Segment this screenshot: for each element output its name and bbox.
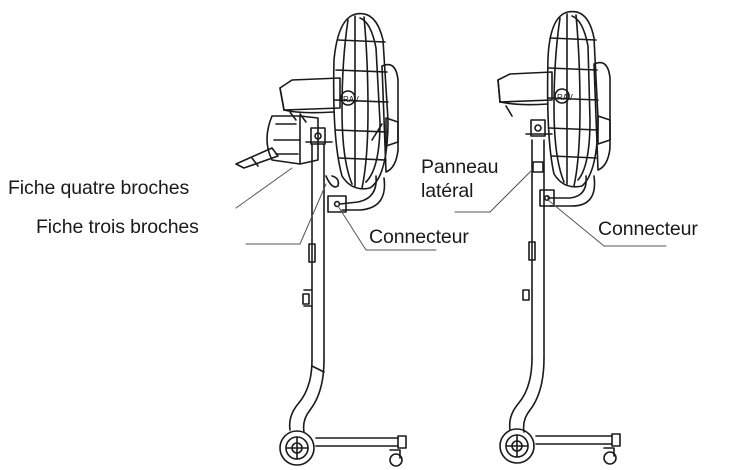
right-fan-grille: RAV [546,10,599,188]
right-arm-tube [539,175,596,207]
right-motor-housing [593,61,611,171]
left-tilt-bracket [305,127,333,145]
label-four-pin-plug: Fiche quatre broches [8,177,190,199]
label-side-panel-line2: latéral [421,180,474,202]
right-control-box [497,71,553,117]
label-connector-right: Connecteur [598,218,698,240]
left-plug-tab [235,147,279,169]
left-fan-illustration: RAV [235,12,407,467]
left-arm-tube [325,175,386,213]
label-three-pin-plug: Fiche trois broches [36,216,199,238]
left-pole [288,143,325,433]
left-base [279,430,407,467]
leader-four-pin-plug [235,167,293,209]
leader-connector-left [337,205,437,251]
right-tilt-bracket [525,119,553,177]
svg-text:RAV: RAV [557,93,574,102]
label-side-panel: Panneau latéral [421,155,498,203]
label-side-panel-line1: Panneau [421,156,499,178]
leader-three-pin-plug [245,183,327,245]
leader-lines [235,167,667,251]
left-motor-housing [371,63,399,173]
right-base [499,428,621,465]
right-fan-illustration: RAV [497,10,621,465]
left-fan-grille: RAV [332,12,389,190]
label-connector-left: Connecteur [369,226,469,248]
leader-connector-right [547,199,667,247]
leader-side-panel [454,169,533,213]
right-pole [508,175,545,433]
svg-text:RAV: RAV [343,95,360,104]
